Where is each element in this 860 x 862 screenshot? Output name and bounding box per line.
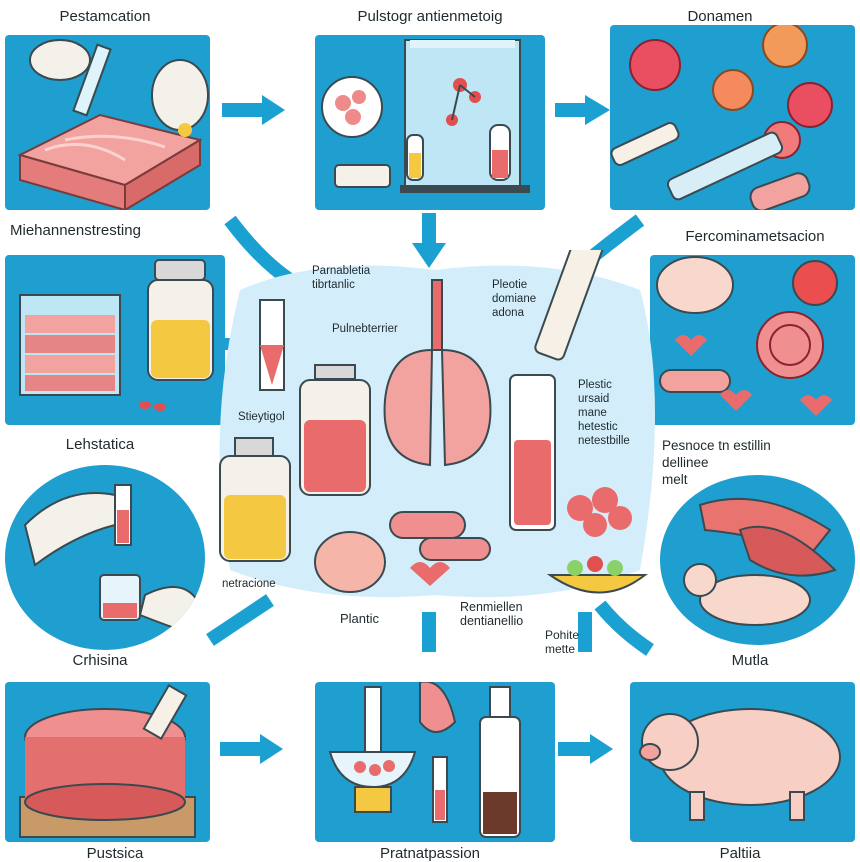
panel-lab-glassware bbox=[315, 682, 555, 842]
label-right-lower: Pesnoce tn estillin dellinee melt bbox=[662, 437, 771, 488]
panel-cells-syringes bbox=[610, 25, 855, 210]
label-mid-right: Fercominametsacion bbox=[685, 228, 825, 245]
panel-layered-meat bbox=[5, 255, 225, 425]
label-lower-right: Mutla bbox=[731, 652, 769, 669]
hub-text-6e: netestbille bbox=[578, 435, 630, 447]
hub-text-5a: Pleotie bbox=[492, 279, 528, 291]
hub-text-5: Pleotie domiane adona bbox=[492, 278, 536, 320]
label-lower-left: Crhisina bbox=[72, 652, 128, 669]
lab-apparatus-illustration bbox=[321, 39, 530, 193]
label-top-center: Pulstogr antienmetoig bbox=[357, 8, 503, 25]
hub-text-5b: domiane bbox=[492, 293, 537, 305]
hub-text-6d: hetestic bbox=[578, 421, 618, 433]
panel-pig bbox=[630, 682, 855, 842]
hub-text-6b: ursaid bbox=[578, 393, 610, 405]
hub-text-5c: adona bbox=[492, 307, 524, 319]
label-bottom-right: Paltiia bbox=[719, 845, 761, 862]
hub-text-6c: mane bbox=[578, 407, 607, 419]
panel-meat-injection bbox=[5, 35, 210, 210]
label-right-lower-2: dellinee bbox=[662, 455, 709, 470]
panel-meat-block bbox=[5, 682, 210, 842]
meat-slab-illustration bbox=[17, 39, 209, 210]
lab-glassware-illustration bbox=[328, 682, 521, 838]
meat-pieces-illustration bbox=[656, 256, 838, 416]
pipetting-illustration bbox=[23, 484, 202, 637]
hub-text-9a: Pohite bbox=[545, 628, 580, 642]
hub-text-1b: tibrtanlic bbox=[312, 279, 355, 291]
hub-text-9b: mette bbox=[545, 642, 576, 656]
pig-meat-illustration bbox=[683, 497, 837, 626]
label-left-lower: Lehstatica bbox=[65, 436, 135, 453]
hub-text-7: Plantic bbox=[340, 611, 380, 626]
hub-text-6a: Plestic bbox=[578, 379, 612, 391]
hub-text-6: Plestic ursaid mane hetestic netestbille bbox=[578, 378, 630, 448]
circle-pipetting bbox=[5, 465, 205, 650]
hub-text-8a: Renmiellen bbox=[460, 600, 523, 614]
label-right-lower-3: melt bbox=[662, 472, 688, 487]
label-bottom-center: Pratnatpassion bbox=[379, 845, 481, 862]
cells-syringes-illustration bbox=[610, 25, 833, 210]
hub-text-1: Parnabletia tibrtanlic bbox=[312, 264, 370, 292]
central-hub: Parnabletia tibrtanlic Pulnebterrier Sti… bbox=[200, 250, 670, 610]
label-top-left: Pestamcation bbox=[59, 8, 151, 25]
label-mid-left: Miehannenstresting bbox=[10, 222, 141, 239]
label-bottom-left: Pustsica bbox=[86, 845, 144, 862]
hub-text-8: Renmiellen dentianellio bbox=[460, 600, 523, 628]
circle-pig-meat bbox=[660, 475, 855, 645]
hub-text-1a: Parnabletia bbox=[312, 265, 371, 277]
hub-text-8b: dentianellio bbox=[460, 614, 524, 628]
layered-meat-illustration bbox=[19, 259, 214, 411]
label-top-right: Donamen bbox=[687, 8, 753, 25]
meat-block-illustration bbox=[19, 683, 196, 838]
hub-text-2: Pulnebterrier bbox=[332, 323, 398, 335]
hub-text-4: netracione bbox=[222, 578, 276, 590]
label-right-lower-1: Pesnoce tn estillin bbox=[662, 438, 771, 453]
hub-text-9: Pohite mette bbox=[545, 628, 579, 656]
panel-meat-pieces bbox=[650, 255, 855, 425]
pig-illustration bbox=[639, 708, 841, 821]
panel-lab-apparatus bbox=[315, 35, 545, 210]
hub-background bbox=[219, 250, 656, 598]
hub-text-3: Stieytigol bbox=[238, 411, 285, 423]
